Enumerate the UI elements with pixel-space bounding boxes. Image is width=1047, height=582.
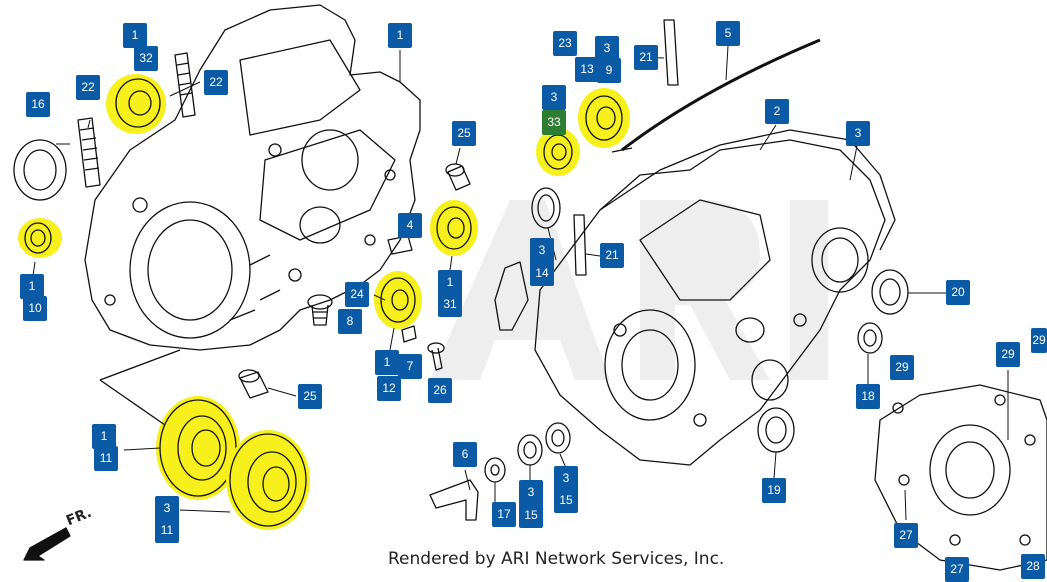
callout-33[interactable]: 33 [542, 110, 566, 135]
callout-22[interactable]: 22 [76, 75, 100, 100]
callout-19[interactable]: 19 [762, 478, 786, 503]
lever-6 [429, 479, 479, 521]
callout-1[interactable]: 1 [438, 270, 462, 295]
callout-9[interactable]: 9 [597, 58, 621, 83]
callout-1[interactable]: 1 [92, 424, 116, 449]
breather-tube-5 [611, 38, 821, 153]
callout-3[interactable]: 3 [595, 36, 619, 61]
bearing-32 [106, 74, 166, 134]
callout-32[interactable]: 32 [134, 46, 158, 71]
callout-29[interactable]: 29 [996, 342, 1020, 367]
washer-7 [401, 325, 417, 343]
callout-3[interactable]: 3 [519, 480, 543, 505]
callout-10[interactable]: 10 [23, 296, 47, 321]
drain-bolt-8 [307, 294, 333, 326]
callout-11[interactable]: 11 [94, 446, 118, 471]
callout-15[interactable]: 15 [519, 503, 543, 528]
stud-21-middle [573, 214, 587, 276]
callout-26[interactable]: 26 [428, 378, 452, 403]
callout-18[interactable]: 18 [856, 384, 880, 409]
callout-15[interactable]: 15 [554, 488, 578, 513]
callout-22[interactable]: 22 [204, 70, 228, 95]
bolt-26 [427, 342, 445, 371]
callout-1[interactable]: 1 [20, 274, 44, 299]
callout-leaders [29, 45, 1009, 521]
callout-1[interactable]: 1 [388, 23, 412, 48]
callout-25[interactable]: 25 [452, 121, 476, 146]
washer-17 [484, 457, 506, 483]
bearing-12 [374, 271, 422, 329]
callout-7[interactable]: 7 [398, 354, 422, 379]
callout-11[interactable]: 11 [155, 518, 179, 543]
callout-3[interactable]: 3 [542, 85, 566, 110]
bearing-10 [18, 218, 62, 258]
callout-20[interactable]: 20 [946, 280, 970, 305]
callout-4[interactable]: 4 [398, 213, 422, 238]
callout-17[interactable]: 17 [492, 502, 516, 527]
callout-13[interactable]: 13 [575, 57, 599, 82]
left-crankcase-half [84, 4, 421, 351]
oil-seal-19 [757, 407, 795, 453]
needle-bearing-15-b [545, 422, 571, 454]
bearing-11-right [226, 430, 310, 530]
callout-29[interactable]: 29 [890, 355, 914, 380]
callout-3[interactable]: 3 [155, 496, 179, 521]
callout-12[interactable]: 12 [377, 376, 401, 401]
callout-1[interactable]: 1 [123, 23, 147, 48]
callout-27[interactable]: 27 [945, 557, 969, 582]
bearing-9 [578, 88, 630, 148]
stud-bolts-left [77, 52, 196, 188]
oil-seal-20 [871, 269, 909, 315]
needle-bearing-15-a [517, 434, 543, 466]
callout-21[interactable]: 21 [600, 243, 624, 268]
leader-lines-left [99, 349, 181, 426]
callout-16[interactable]: 16 [26, 92, 50, 117]
callout-14[interactable]: 14 [530, 261, 554, 286]
bearing-33 [536, 128, 580, 176]
callout-23[interactable]: 23 [553, 31, 577, 56]
callout-2[interactable]: 2 [765, 99, 789, 124]
crank-bore [129, 201, 251, 339]
callout-3[interactable]: 3 [846, 121, 870, 146]
front-direction-arrow [23, 527, 71, 561]
callout-3[interactable]: 3 [530, 238, 554, 263]
callout-28[interactable]: 28 [1021, 554, 1045, 579]
callout-1[interactable]: 1 [375, 350, 399, 375]
callout-6[interactable]: 6 [453, 442, 477, 467]
bushing-14 [531, 187, 561, 229]
bearing-31 [430, 200, 478, 256]
callout-25[interactable]: 25 [298, 384, 322, 409]
callout-31[interactable]: 31 [438, 292, 462, 317]
callout-5[interactable]: 5 [716, 21, 740, 46]
oil-seal-16 [13, 139, 67, 201]
callout-21[interactable]: 21 [634, 45, 658, 70]
callout-3[interactable]: 3 [554, 466, 578, 491]
right-crankcase-half [534, 139, 886, 466]
stud-21-top [663, 19, 679, 86]
ari-watermark [430, 200, 828, 380]
collar-25-top [445, 163, 471, 191]
callout-29-edge[interactable]: 29 [1031, 328, 1047, 353]
crankcase-cover [874, 384, 1047, 571]
callout-8[interactable]: 8 [338, 309, 362, 334]
oil-seal-18 [857, 322, 883, 354]
rendered-by-credit: Rendered by ARI Network Services, Inc. [388, 549, 725, 569]
collar-25-bottom [238, 369, 269, 399]
callout-27[interactable]: 27 [894, 523, 918, 548]
gasket-2 [494, 129, 896, 331]
callout-24[interactable]: 24 [345, 282, 369, 307]
